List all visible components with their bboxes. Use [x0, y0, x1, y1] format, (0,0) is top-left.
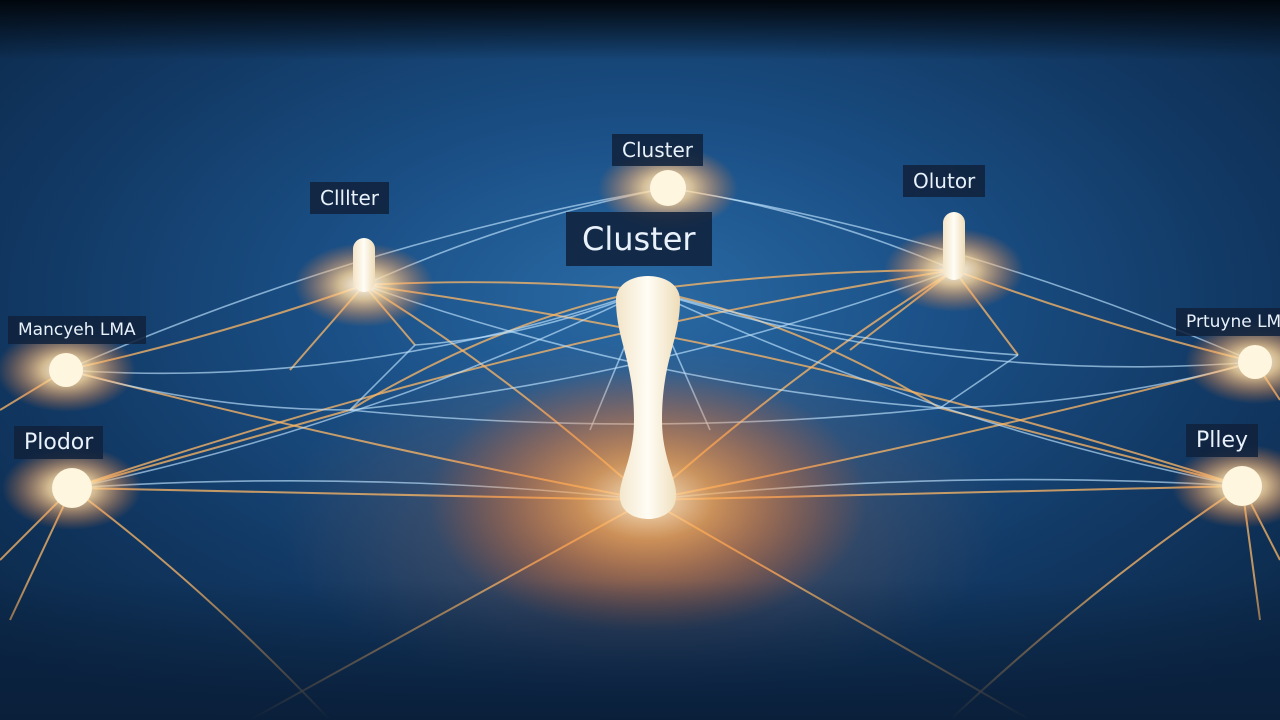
label-main-cluster: Cluster: [566, 212, 712, 266]
top-node: [650, 170, 686, 206]
far-left-node: [49, 353, 83, 387]
link-line: [363, 284, 1243, 487]
label-right-upper: Olutor: [903, 165, 986, 197]
central-pillar-node: [616, 276, 680, 519]
label-top-cluster: Cluster: [612, 134, 703, 166]
link-line: [65, 289, 649, 375]
left-upper-pillar-node: [353, 238, 375, 292]
link-line: [949, 485, 1243, 720]
right-lower-node: [1222, 466, 1262, 506]
nodes: [49, 170, 1272, 519]
label-right-lower: Plley: [1186, 424, 1259, 457]
label-far-left: Mancyeh LMA: [8, 316, 146, 344]
link-line: [647, 289, 1256, 368]
link-line: [71, 269, 955, 489]
node-glow: [1185, 320, 1280, 404]
label-left-upper: Clllter: [310, 182, 390, 214]
left-lower-node: [52, 468, 92, 508]
label-left-lower: Plodor: [14, 426, 104, 459]
far-right-node: [1238, 345, 1272, 379]
link-line: [647, 289, 941, 409]
link-line: [349, 344, 416, 411]
label-far-right: Prtuyne LM: [1176, 308, 1280, 336]
right-upper-pillar-node: [943, 212, 965, 280]
link-line: [939, 354, 1019, 409]
link-line: [647, 289, 1019, 356]
